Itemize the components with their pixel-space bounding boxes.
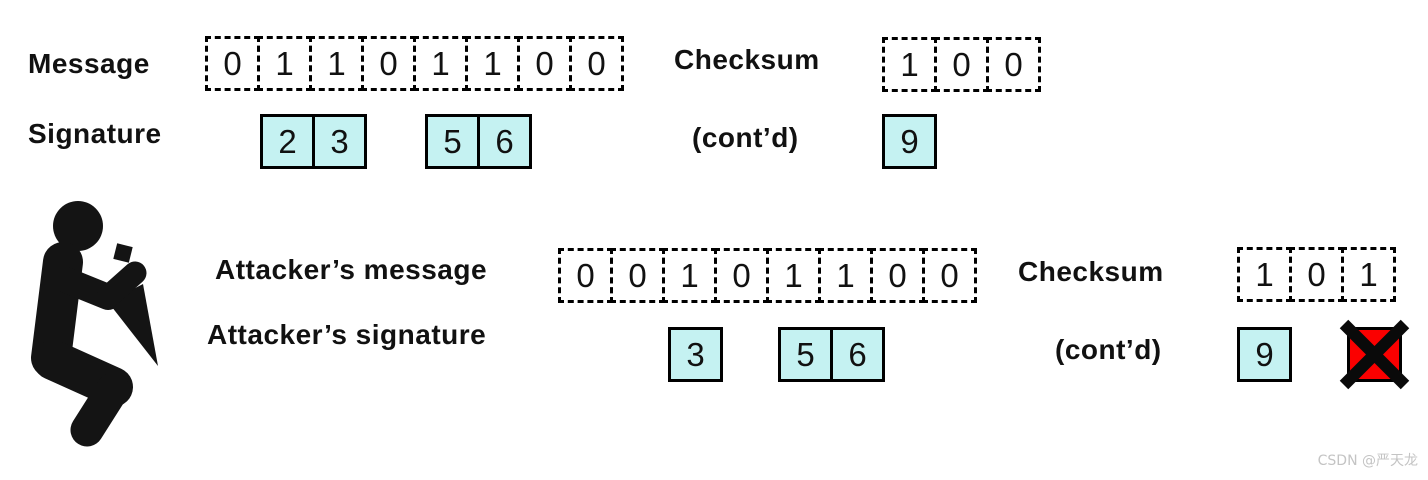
message-bit: 0 [870, 248, 925, 303]
message-bit: 0 [714, 248, 769, 303]
checksum-label: Checksum [674, 44, 820, 75]
checksum-bit: 0 [986, 37, 1041, 92]
message-bit: 1 [413, 36, 468, 91]
message-bit: 0 [205, 36, 260, 91]
signature-cell: 3 [312, 114, 367, 169]
message-bit: 0 [922, 248, 977, 303]
signature-cell: 3 [668, 327, 723, 382]
checksum-bit: 0 [1289, 247, 1344, 302]
message-label: Message [28, 48, 150, 79]
attacker-signature-group: 5 6 [778, 327, 885, 382]
message-bit: 0 [361, 36, 416, 91]
checksum-bit: 0 [934, 37, 989, 92]
csdn-watermark: CSDN @严天龙 [1317, 453, 1418, 469]
checksum-bit: 1 [1237, 247, 1292, 302]
message-bit: 0 [569, 36, 624, 91]
message-bit: 1 [257, 36, 312, 91]
attacker-checksum-label: Checksum [1018, 256, 1164, 287]
attacker-message-bit-row: 0 0 1 0 1 1 0 0 [558, 248, 977, 303]
checksum-signature-group: 9 [882, 114, 937, 169]
message-bit: 1 [309, 36, 364, 91]
checksum-bit: 1 [1341, 247, 1396, 302]
signature-cell: 9 [882, 114, 937, 169]
signature-cell: 6 [830, 327, 885, 382]
message-bit: 1 [662, 248, 717, 303]
checksum-bit: 1 [882, 37, 937, 92]
attacker-checksum-signature-group: 9 [1237, 327, 1292, 382]
signature-group: 5 6 [425, 114, 532, 169]
signature-label: Signature [28, 118, 162, 149]
message-bit: 0 [517, 36, 572, 91]
message-bit-row: 0 1 1 0 1 1 0 0 [205, 36, 624, 91]
contd-label: (cont’d) [692, 122, 799, 153]
message-bit: 1 [465, 36, 520, 91]
attacker-checksum-bit-row: 1 0 1 [1237, 247, 1396, 302]
signature-cell: 2 [260, 114, 315, 169]
attacker-signature-group: 3 [668, 327, 723, 382]
signature-cell: 5 [778, 327, 833, 382]
message-bit: 0 [558, 248, 613, 303]
cross-out-x-icon [1339, 319, 1410, 390]
attacker-contd-label: (cont’d) [1055, 334, 1162, 365]
signature-cell: 5 [425, 114, 480, 169]
invalid-signature-cell [1339, 319, 1410, 390]
checksum-bit-row: 1 0 0 [882, 37, 1041, 92]
signature-cell: 6 [477, 114, 532, 169]
signature-cell: 9 [1237, 327, 1292, 382]
signature-group: 2 3 [260, 114, 367, 169]
attacker-message-label: Attacker’s message [215, 254, 488, 285]
attacker-with-dagger-icon [16, 190, 186, 464]
message-bit: 0 [610, 248, 665, 303]
message-bit: 1 [818, 248, 873, 303]
message-bit: 1 [766, 248, 821, 303]
attacker-signature-label: Attacker’s signature [207, 319, 487, 350]
